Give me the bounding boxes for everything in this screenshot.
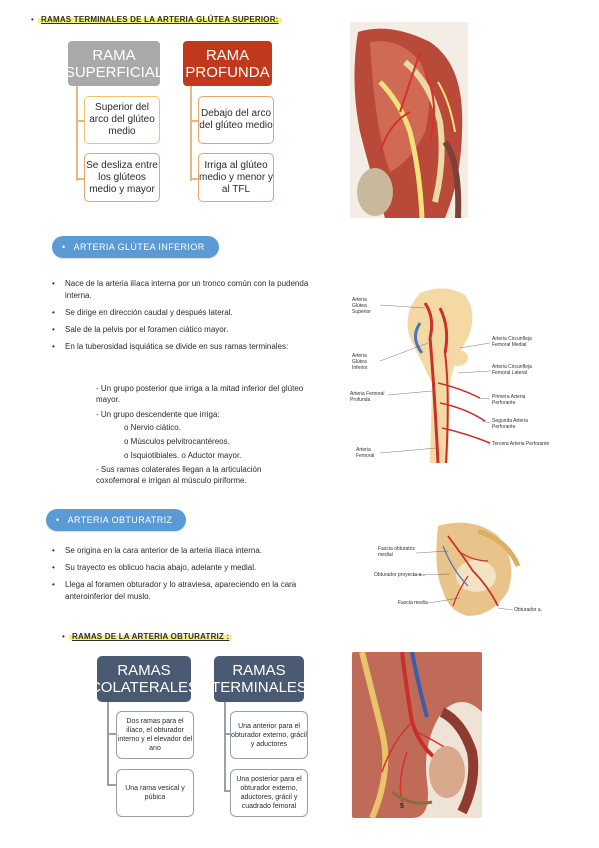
list-item: Se origina en la cara anterior de la art… — [52, 545, 312, 557]
label-fascia-obturatriz: Fascia obturatriz medial — [378, 546, 415, 558]
label-circumflex-lateral: Arteria Circunfleja Femoral Lateral — [492, 364, 532, 376]
connector — [76, 86, 78, 181]
bullet: • — [56, 515, 60, 525]
deep-item-2: Irriga al glúteo medio y menor y al TFL — [198, 153, 274, 202]
connector — [107, 702, 109, 784]
collateral-branches-box: RAMAS COLATERALES — [90, 656, 198, 702]
list-item: Se dirige en dirección caudal y después … — [52, 307, 312, 319]
bullet: • — [62, 242, 66, 252]
connector — [107, 784, 116, 786]
page-number: 5 — [400, 803, 404, 810]
list-item: Nace de la arteria ilíaca interna por un… — [52, 278, 312, 302]
gluteal-anatomy-image — [350, 22, 468, 218]
label-second-perforating: Segunda Arteria Perforante — [492, 418, 528, 430]
terminal-item-2: Una posterior para el obturador externo,… — [230, 769, 308, 817]
superficial-item-2: Se desliza entre los glúteos medio y may… — [84, 153, 160, 202]
sub-item: - Un grupo descendente que irriga: — [96, 410, 220, 419]
obturator-bullets: Se origina en la cara anterior de la art… — [52, 545, 312, 608]
connector — [190, 178, 198, 180]
label-circumflex-medial: Arteria Circunfleja Femoral Medial — [492, 336, 532, 348]
pelvis-anatomy-image: 5 — [352, 652, 482, 818]
label-obturador-proyecta: Obturador proyecta a... — [374, 572, 426, 578]
section-title-gluteal-superior: RAMAS TERMINALES DE LA ARTERIA GLÚTEA SU… — [38, 15, 282, 24]
connector — [190, 86, 192, 181]
sub-sub-item: o Músculos pelvitrocantéreos. — [124, 437, 230, 446]
bullet: • — [31, 15, 34, 24]
label-fascia-media: Fascia media — [398, 600, 428, 606]
sub-item: - Un grupo posterior que irriga a la mit… — [96, 384, 304, 404]
deep-branch-box: RAMA PROFUNDA — [183, 41, 272, 86]
terminal-branches-box: RAMAS TERMINALES — [211, 656, 307, 702]
bullet: • — [62, 632, 65, 641]
list-item: En la tuberosidad isquiática se divide e… — [52, 341, 312, 353]
connector — [224, 733, 230, 735]
label-gluteal-superior: Arteria Glútea Superior — [352, 297, 371, 315]
label-first-perforating: Primera Arteria Perforante — [492, 394, 526, 406]
section-header-obturator: • ARTERIA OBTURATRIZ — [46, 509, 187, 531]
collateral-item-2: Una rama vesical y púbica — [116, 769, 194, 817]
gluteal-inferior-diagram: Arteria Glútea Superior Arteria Glútea I… — [350, 283, 555, 463]
connector — [76, 120, 84, 122]
sub-sub-item: o Nervio ciático. — [124, 423, 181, 432]
list-item: Sale de la pelvis por el foramen ciático… — [52, 324, 312, 336]
connector — [107, 733, 116, 735]
sub-item: - Sus ramas colaterales llegan a la arti… — [96, 465, 262, 485]
label-third-perforating: Tercera Arteria Perforante — [492, 441, 550, 447]
superficial-branch-box: RAMA SUPERFICIAL — [65, 41, 163, 86]
section-title: ARTERIA OBTURATRIZ — [67, 515, 173, 525]
section-title-obturator-branches: RAMAS DE LA ARTERIA OBTURATRIZ : — [69, 632, 233, 641]
terminal-item-1: Una anterior para el obturador externo, … — [230, 711, 308, 759]
collateral-item-1: Dos ramas para el ilíaco, el obturador i… — [116, 711, 194, 759]
superficial-item-1: Superior del arco del glúteo medio — [84, 96, 160, 144]
obturator-diagram: Fascia obturatriz medial Obturador proye… — [374, 516, 553, 621]
connector — [190, 120, 198, 122]
label-obturador-a: Obturador a. — [514, 607, 543, 613]
gluteal-inferior-bullets: Nace de la arteria ilíaca interna por un… — [52, 278, 312, 358]
connector — [224, 702, 226, 790]
label-femoral-deep: Arteria Femoral Profunda — [350, 391, 385, 403]
label-femoral: Arteria Femoral — [356, 447, 375, 459]
deep-item-1: Debajo del arco del glúteo medio — [198, 96, 274, 144]
list-item: Llega al foramen obturador y lo atravies… — [52, 579, 312, 603]
connector — [76, 178, 84, 180]
connector — [224, 790, 230, 792]
section-header-gluteal-inferior: • ARTERIA GLÚTEA INFERIOR — [52, 236, 219, 258]
list-item: Su trayecto es oblicuo hacia abajo, adel… — [52, 562, 312, 574]
sub-sub-item: o Isquiotibiales. o Aductor mayor. — [124, 451, 242, 460]
label-gluteal-inferior: Arteria Glútea Inferior — [352, 353, 368, 371]
section-title: ARTERIA GLÚTEA INFERIOR — [73, 242, 205, 252]
